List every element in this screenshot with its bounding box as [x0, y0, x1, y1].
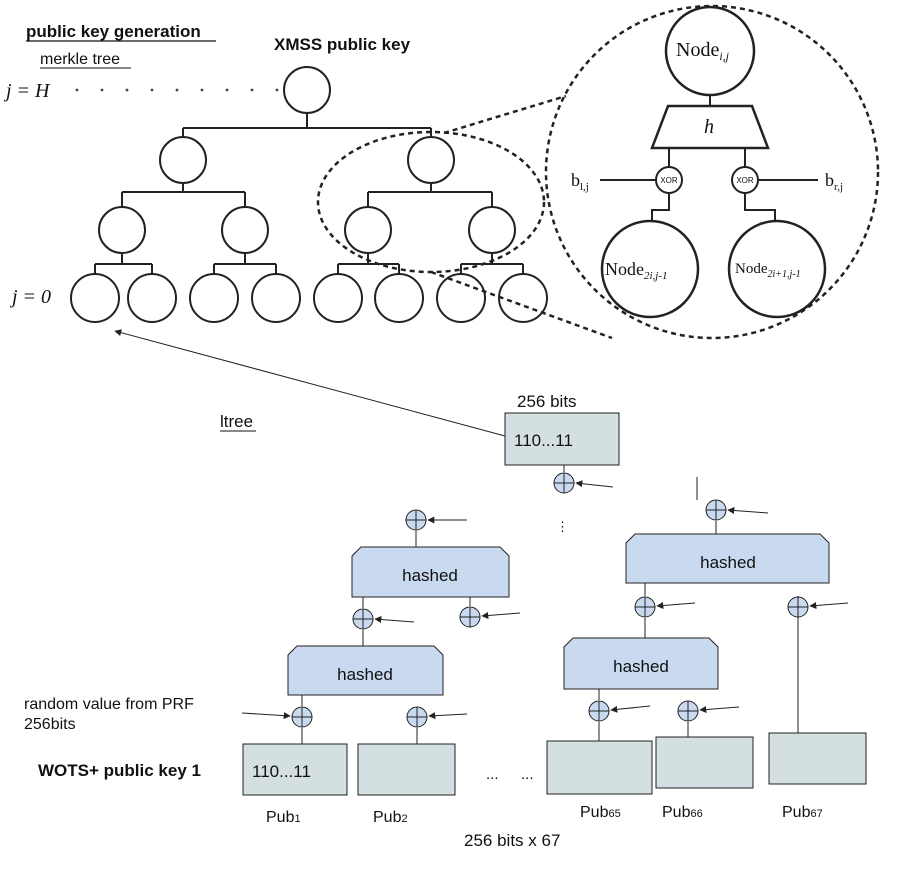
node-right-child: [727, 219, 827, 319]
ellipsis: ...: [486, 766, 499, 783]
hashed-box: [351, 546, 510, 598]
tree-node: [221, 206, 269, 254]
xor-node: [705, 499, 727, 521]
bl-label: bl,j: [571, 170, 589, 193]
ellipsis: ...: [521, 766, 534, 783]
leaf-node: [436, 273, 486, 323]
ltree-root-value: 110...11: [514, 431, 573, 450]
pub-label-1: Pub1: [266, 809, 301, 826]
leaf-node: [313, 273, 363, 323]
pub-box-66: [655, 736, 754, 789]
leaf-node: [127, 273, 177, 323]
svg-text:XOR: XOR: [660, 176, 678, 185]
xor-node: [553, 472, 575, 494]
wots-boxes: [242, 732, 867, 796]
vertical-ellipsis: ⋮: [556, 519, 569, 534]
svg-text:hashed: hashed: [337, 665, 393, 684]
xor-node: [291, 706, 313, 728]
pub-label-65: Pub65: [580, 804, 621, 821]
xor-node: [352, 608, 374, 630]
xor-node: [405, 509, 427, 531]
xor-node: [787, 596, 809, 618]
node-right-label: Node2i+1,j-1: [735, 261, 801, 280]
tree-node: [468, 206, 516, 254]
hash-boxes: hashed hashed hashed hashed: [287, 533, 830, 696]
hash-label: h: [704, 116, 714, 138]
level-0-label: j = 0: [9, 286, 51, 308]
top-bits-label: 256 bits: [517, 392, 577, 411]
xor-nodes: [241, 472, 849, 728]
hashed-box: [563, 637, 719, 690]
xmss-pk-label: XMSS public key: [274, 35, 411, 54]
pub-label-67: Pub67: [782, 804, 823, 821]
pub-box-67: [768, 732, 867, 785]
root-node: [283, 66, 331, 114]
node-detail: Nodei,j h XOR XOR bl,j br,j Node2i,j-1 N…: [571, 5, 843, 319]
leaf-node: [70, 273, 120, 323]
hashed-box: [287, 645, 444, 696]
pub-label-66: Pub66: [662, 804, 703, 821]
br-label: br,j: [825, 170, 843, 193]
xor-node: [677, 700, 699, 722]
random-bits-label: 256bits: [24, 716, 76, 733]
pub-box-1: [242, 743, 348, 796]
pub-box-2: [357, 743, 456, 796]
leaf-node: [498, 273, 548, 323]
svg-text:hashed: hashed: [613, 657, 669, 676]
tree-node: [98, 206, 146, 254]
total-bits-label: 256 bits x 67: [464, 831, 560, 850]
leaf-arrow: [114, 329, 506, 437]
zoom-callout: [316, 4, 880, 340]
level-h-label: j = H: [3, 80, 51, 102]
ltree-root-box: [504, 412, 620, 466]
svg-text:hashed: hashed: [700, 553, 756, 572]
level-h-dots: [75, 88, 279, 92]
heading: public key generation: [26, 22, 201, 41]
hash-trapezoid: [650, 104, 770, 150]
leaf-node: [189, 273, 239, 323]
tree-node: [344, 206, 392, 254]
leaf-node: [374, 273, 424, 323]
svg-text:XOR: XOR: [736, 176, 754, 185]
node-left-child: [600, 219, 700, 319]
tree-node: [159, 136, 207, 184]
pub-label-2: Pub2: [373, 809, 408, 826]
tree-node: [407, 136, 455, 184]
xor-node: [588, 700, 610, 722]
leaf-value: 110...11: [252, 762, 311, 781]
xor-node: [406, 706, 428, 728]
random-label: random value from PRF: [24, 696, 194, 713]
pub-box-65: [546, 740, 653, 795]
ltree-connectors: [301, 477, 799, 744]
merkle-tree: [70, 66, 548, 323]
hashed-box: [625, 533, 830, 584]
wots-label: WOTS+ public key 1: [38, 761, 201, 780]
xor-node: [459, 606, 481, 628]
node-ij-label: Nodei,j: [676, 39, 730, 63]
leaf-node: [251, 273, 301, 323]
ltree-label: ltree: [220, 412, 253, 431]
node-left-label: Node2i,j-1: [605, 259, 668, 282]
merkle-label: merkle tree: [40, 51, 120, 68]
xor-node: [634, 596, 656, 618]
svg-text:hashed: hashed: [402, 566, 458, 585]
